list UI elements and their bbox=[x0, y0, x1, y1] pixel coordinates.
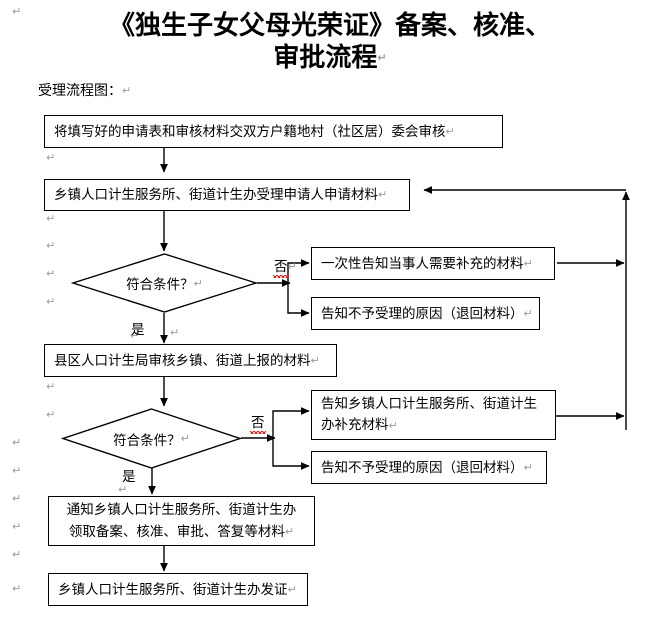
pilcrow-mark: ↵ bbox=[46, 267, 56, 280]
pilcrow-mark: ↵ bbox=[12, 548, 22, 561]
notify-collect-materials-line-1: 通知乡镇人口计生服务所、街道计生办 bbox=[66, 502, 297, 518]
pilcrow-mark: ↵ bbox=[378, 188, 388, 201]
pilcrow-mark: ↵ bbox=[118, 483, 128, 496]
pilcrow-mark: ↵ bbox=[284, 525, 295, 538]
subtitle-label: 受理流程图：↵ bbox=[38, 82, 131, 100]
county-review-box[interactable]: 县区人口计生局审核乡镇、街道上报的材料↵ bbox=[44, 344, 337, 377]
pilcrow-mark: ↵ bbox=[46, 295, 56, 308]
pilcrow-mark: ↵ bbox=[46, 151, 56, 164]
pilcrow-mark: ↵ bbox=[287, 260, 297, 273]
reject-reason-box-1[interactable]: 告知不予受理的原因（退回材料）↵ bbox=[311, 297, 540, 330]
pilcrow-mark: ↵ bbox=[12, 492, 22, 505]
village-review-box-label: 将填写好的申请表和审核材料交双方户籍地村（社区居）委会审核 bbox=[54, 123, 446, 140]
pilcrow-mark: ↵ bbox=[310, 353, 320, 367]
notify-collect-materials-line-2: 领取备案、核准、审批、答复等材料 bbox=[68, 524, 285, 540]
branch-label-no-2: 否 bbox=[250, 415, 265, 434]
page-title-line-2-text: 审批流程 bbox=[273, 43, 378, 73]
wire-d2-no-upper bbox=[272, 407, 310, 438]
pilcrow-mark-title: ↵ bbox=[377, 51, 387, 64]
branch-label-no-2-text: 否 bbox=[250, 415, 265, 434]
subtitle-text: 受理流程图： bbox=[38, 83, 122, 99]
pilcrow-mark: ↵ bbox=[46, 239, 56, 252]
one-time-notice-box-label: 一次性告知当事人需要补充的材料 bbox=[321, 255, 524, 272]
pilcrow-mark: ↵ bbox=[12, 520, 22, 533]
issue-certificate-box-label: 乡镇人口计生服务所、街道计生办发证 bbox=[58, 581, 288, 598]
pilcrow-mark: ↵ bbox=[12, 464, 22, 477]
branch-label-yes-1: 是 bbox=[131, 322, 145, 338]
county-review-box-label: 县区人口计生局审核乡镇、街道上报的材料 bbox=[54, 352, 311, 369]
branch-label-no-1-text: 否 bbox=[273, 259, 288, 278]
pilcrow-mark: ↵ bbox=[12, 582, 22, 595]
township-accept-box-label: 乡镇人口计生服务所、街道计生办受理申请人申请材料 bbox=[54, 187, 378, 203]
notify-township-supplement-line-1: 告知乡镇人口计生服务所、街道计生 bbox=[321, 396, 537, 412]
one-time-notice-box[interactable]: 一次性告知当事人需要补充的材料↵ bbox=[311, 247, 555, 280]
pilcrow-mark: ↵ bbox=[12, 436, 22, 449]
issue-certificate-box[interactable]: 乡镇人口计生服务所、街道计生办发证↵ bbox=[48, 573, 308, 606]
page-title-line-2: 审批流程↵ bbox=[40, 42, 620, 74]
pilcrow-mark: ↵ bbox=[523, 306, 533, 320]
pilcrow-mark: ↵ bbox=[523, 256, 533, 270]
notify-township-supplement-text: 告知乡镇人口计生服务所、街道计生 办补充材料↵ bbox=[321, 394, 537, 436]
branch-label-yes-2-text: 是 bbox=[122, 469, 136, 485]
notify-collect-materials-text: 通知乡镇人口计生服务所、街道计生办 领取备案、核准、审批、答复等材料↵ bbox=[67, 499, 297, 543]
page-title: 《独生子女父母光荣证》备案、核准、 审批流程↵ bbox=[40, 10, 620, 74]
pilcrow-mark-subtitle: ↵ bbox=[122, 84, 132, 97]
pilcrow-mark: ↵ bbox=[170, 326, 180, 339]
branch-label-yes-1-text: 是 bbox=[131, 322, 145, 338]
pilcrow-mark: ↵ bbox=[523, 460, 533, 474]
wire-d2-no-lower bbox=[272, 438, 310, 470]
reject-reason-box-2[interactable]: 告知不予受理的原因（退回材料）↵ bbox=[311, 451, 547, 484]
notify-township-supplement-box[interactable]: 告知乡镇人口计生服务所、街道计生 办补充材料↵ bbox=[311, 390, 556, 440]
village-review-box[interactable]: 将填写好的申请表和审核材料交双方户籍地村（社区居）委会审核↵ bbox=[44, 115, 503, 148]
notify-collect-materials-box[interactable]: 通知乡镇人口计生服务所、街道计生办 领取备案、核准、审批、答复等材料↵ bbox=[48, 496, 315, 546]
branch-label-yes-2: 是 bbox=[122, 469, 136, 485]
condition-decision-2[interactable]: 符合条件？↵ bbox=[60, 408, 243, 469]
pilcrow-mark: ↵ bbox=[46, 212, 56, 225]
pilcrow-mark: ↵ bbox=[388, 419, 398, 432]
branch-label-no-1: 否↵ bbox=[273, 259, 297, 278]
page-title-line-1: 《独生子女父母光荣证》备案、核准、 bbox=[108, 11, 551, 41]
pilcrow-mark: ↵ bbox=[287, 582, 297, 596]
pilcrow-mark: ↵ bbox=[46, 380, 56, 393]
wire-d1-no-lower bbox=[287, 283, 310, 317]
pilcrow-mark: ↵ bbox=[445, 124, 455, 138]
township-accept-box[interactable]: 乡镇人口计生服务所、街道计生办受理申请人申请材料↵ bbox=[44, 179, 410, 211]
pilcrow-mark: ↵ bbox=[130, 329, 140, 342]
condition-decision-1[interactable]: 符合条件？↵ bbox=[70, 253, 259, 313]
pilcrow-mark: ↵ bbox=[12, 5, 22, 18]
reject-reason-box-1-label: 告知不予受理的原因（退回材料） bbox=[321, 305, 524, 322]
pilcrow-mark: ↵ bbox=[46, 408, 56, 421]
notify-township-supplement-line-2: 办补充材料 bbox=[321, 417, 389, 433]
reject-reason-box-2-label: 告知不予受理的原因（退回材料） bbox=[321, 459, 524, 476]
